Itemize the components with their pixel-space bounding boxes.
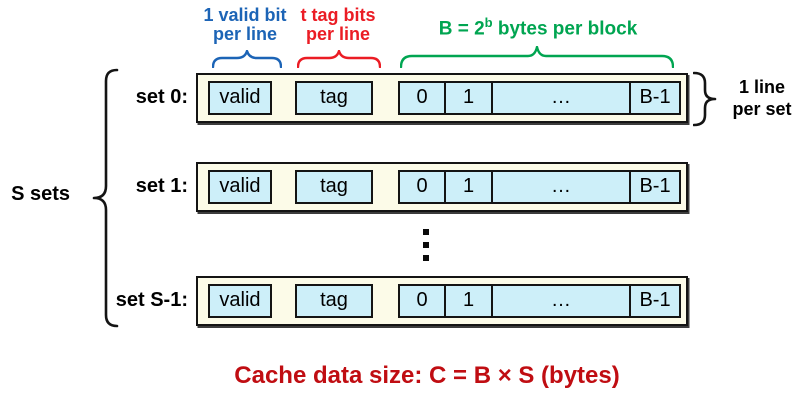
set-0-label: set 0: (135, 86, 188, 108)
cache-set-row-1: set 1: valid tag 0 1 … B-1 (0, 162, 692, 212)
tag-cell: tag (295, 284, 373, 318)
tag-bits-annotation: t tag bits per line (284, 6, 392, 44)
byte-cell-ellipsis: … (491, 286, 629, 316)
byte-cell-1: 1 (444, 83, 491, 113)
s-sets-brace-icon (92, 68, 119, 328)
byte-cell-last: B-1 (629, 83, 679, 113)
valid-brace-icon (212, 50, 282, 68)
valid-cell: valid (208, 170, 272, 204)
bytes-per-block-suffix: bytes per block (492, 18, 638, 40)
set-1-label: set 1: (135, 175, 188, 197)
cache-line-box-0: valid tag 0 1 … B-1 (196, 73, 688, 123)
cache-line-box-1: valid tag 0 1 … B-1 (196, 162, 688, 212)
byte-cell-last: B-1 (629, 286, 679, 316)
byte-cell-1: 1 (444, 172, 491, 202)
byte-cell-ellipsis: … (491, 172, 629, 202)
cache-set-row-0: set 0: valid tag 0 1 … B-1 (0, 73, 692, 123)
one-line-brace-icon (693, 71, 717, 127)
bytes-per-block-annotation: B = 2b bytes per block (397, 13, 679, 39)
tag-bits-annotation-line2: per line (305, 24, 371, 44)
valid-cell: valid (208, 284, 272, 318)
valid-cell: valid (208, 81, 272, 115)
byte-cell-last: B-1 (629, 172, 679, 202)
block-bytes: 0 1 … B-1 (398, 284, 681, 318)
one-line-per-set-label: 1 line per set (718, 76, 800, 120)
bytes-per-block-prefix: B = 2 (438, 18, 485, 40)
set-s1-label: set S-1: (115, 289, 188, 311)
s-sets-label: S sets (11, 183, 70, 205)
vertical-ellipsis-icon (423, 229, 429, 261)
tag-brace-icon (297, 50, 381, 68)
valid-bit-annotation-line1: 1 valid bit (203, 5, 287, 25)
exponent-b: b (484, 15, 493, 30)
block-brace-icon (400, 46, 674, 68)
tag-bits-annotation-line1: t tag bits (300, 5, 376, 25)
valid-bit-annotation: 1 valid bit per line (188, 6, 302, 44)
tag-cell: tag (295, 170, 373, 204)
byte-cell-ellipsis: … (491, 83, 629, 113)
block-bytes: 0 1 … B-1 (398, 170, 681, 204)
one-line-per-set-line1: 1 line (738, 77, 786, 97)
byte-cell-0: 0 (416, 86, 428, 108)
cache-size-formula: Cache data size: C = B × S (bytes) (234, 362, 620, 389)
tag-cell: tag (295, 81, 373, 115)
byte-cell-0: 0 (416, 289, 428, 311)
valid-bit-annotation-line2: per line (212, 24, 278, 44)
one-line-per-set-line2: per set (732, 99, 792, 119)
byte-cell-1: 1 (444, 286, 491, 316)
cache-set-row-s1: set S-1: valid tag 0 1 … B-1 (0, 276, 692, 326)
block-bytes: 0 1 … B-1 (398, 81, 681, 115)
cache-line-box-s1: valid tag 0 1 … B-1 (196, 276, 688, 326)
byte-cell-0: 0 (416, 175, 428, 197)
